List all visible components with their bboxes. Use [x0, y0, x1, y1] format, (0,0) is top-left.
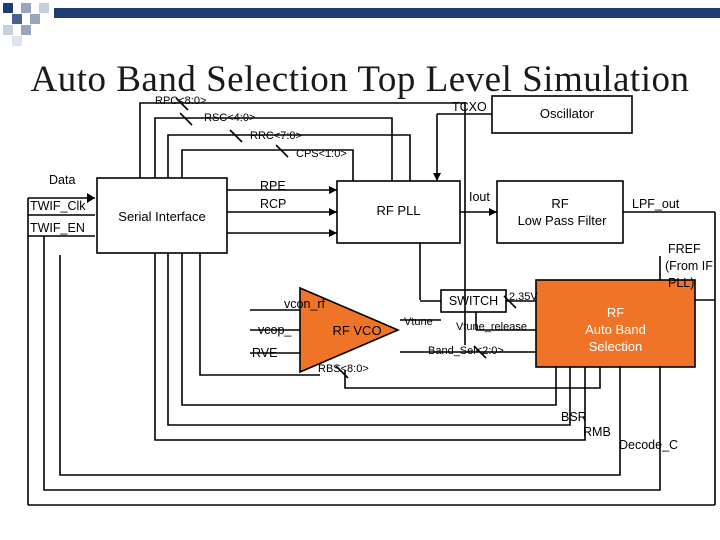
cps-bus-label: CPS<1:0> [296, 148, 347, 160]
serial-interface-label: Serial Interface [118, 209, 206, 224]
auto-band-selection-box [535, 279, 696, 368]
rf-lpf-box [496, 180, 624, 244]
tcxo-label: TCXO [452, 100, 487, 114]
fref-label-line2: (From IF [665, 259, 713, 273]
rf-lpf-label-line2: Low Pass Filter [517, 213, 607, 228]
data-input-label: Data [49, 173, 76, 187]
rmb-label: RMB [583, 425, 611, 439]
rcp-label: RCP [260, 197, 287, 211]
voltage-label: 2.35V [509, 291, 538, 303]
fref-label-line1: FREF [668, 242, 701, 256]
bsr-label: BSR [561, 410, 587, 424]
rf-pll-label: RF PLL [376, 203, 421, 218]
rrc-bus-label: RRC<7:0> [250, 130, 302, 142]
auto-band-selection-label-line1: RF [606, 305, 625, 320]
lpf-out-label: LPF_out [632, 197, 680, 211]
rf-vco-triangle [299, 286, 401, 374]
slide-title: Auto Band Selection Top Level Simulation [30, 59, 690, 100]
fref-label-line3: PLL) [668, 276, 695, 290]
rsc-bus-label: RSC<4:0> [204, 112, 256, 124]
rpc-bus-label: RPC<8:0> [155, 95, 207, 107]
decorative-square [12, 36, 22, 46]
twif-en-input-label: TWIF_EN [30, 221, 85, 235]
switch-label: SWITCH [448, 294, 499, 308]
rve-label: RVE [252, 346, 278, 360]
iout-label: Iout [469, 190, 490, 204]
decorative-square [3, 25, 13, 35]
decorative-square [21, 3, 31, 13]
rf-lpf-label-line1: RF [551, 196, 569, 211]
decorative-square [12, 14, 22, 24]
decorative-square [39, 3, 49, 13]
auto-band-selection-label-line3: Selection [588, 339, 643, 354]
vtune-release-label: Vtune_release [456, 321, 527, 333]
decorative-square [3, 3, 13, 13]
rbs-bus-label: RBS<8:0> [318, 363, 369, 375]
oscillator-label: Oscillator [539, 106, 595, 121]
vcop-label: vcop_ [258, 323, 292, 337]
band-sel-bus-label: Band_Sel<2:0> [428, 345, 504, 357]
decode-c-label: Decode_C [619, 438, 679, 452]
auto-band-selection-label-line2: Auto Band [585, 322, 646, 337]
serial-interface-box [96, 177, 228, 254]
twif-clk-input-label: TWIF_Clk [30, 199, 86, 213]
header-rule [54, 8, 720, 18]
rf-vco-label: RF VCO [332, 323, 382, 338]
vtune-label: Vtune [404, 316, 433, 328]
rpe-label: RPE [260, 179, 286, 193]
vcon-rf-label: vcon_rf [284, 297, 325, 311]
decorative-square [30, 14, 40, 24]
decorative-square [21, 25, 31, 35]
